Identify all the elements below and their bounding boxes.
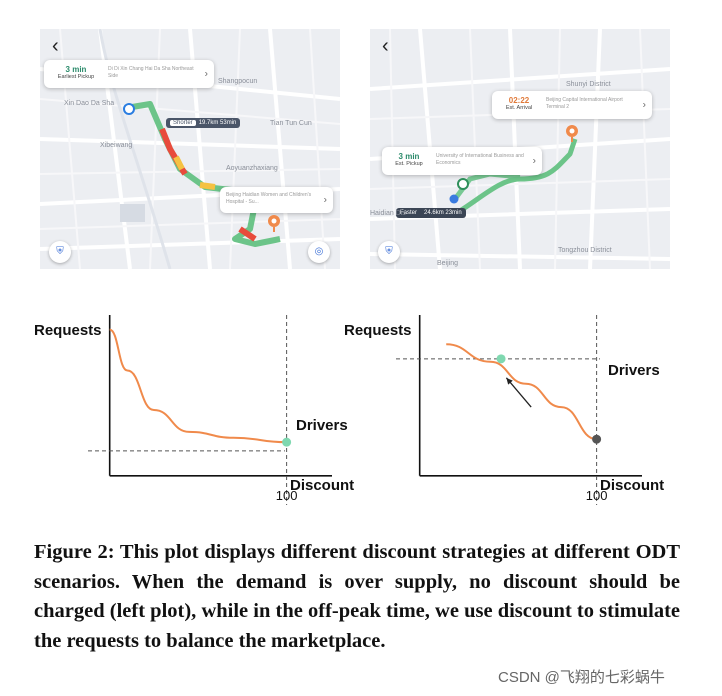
arrival-detail: Beijing Capital International Airport Te… (546, 97, 636, 111)
destination-pin-icon (564, 123, 580, 143)
pickup-detail: University of International Business and… (436, 153, 526, 167)
est-pickup-card[interactable]: 3 min Est. Pickup University of Internat… (382, 147, 542, 175)
dark-point-marker (592, 435, 601, 444)
destination-card[interactable]: Beijing Haidian Women and Children's Hos… (220, 187, 333, 213)
place-label: Tian Tun Cun (270, 120, 312, 127)
back-button[interactable]: ‹ (382, 35, 389, 58)
pickup-time: 3 min (386, 152, 432, 161)
chevron-right-icon: › (205, 69, 208, 80)
demand-curve (110, 330, 287, 443)
pickup-marker-icon (456, 177, 470, 191)
arrival-time: 02:22 (496, 96, 542, 105)
route-value: 19.7km 53min (199, 120, 237, 126)
pickup-time: 3 min (48, 65, 104, 74)
pickup-label: Est. Pickup (386, 161, 432, 167)
arrival-label: Est. Arrival (496, 105, 542, 111)
place-label: Shangpocun (218, 78, 257, 85)
y-axis-label: Requests (344, 322, 412, 339)
current-location-icon (448, 193, 460, 205)
place-label: Tongzhou District (558, 247, 612, 254)
left-map-screenshot: ‹ 3 min Earliest Pickup Di Di Xin Chang … (40, 29, 340, 269)
chevron-right-icon: › (324, 195, 327, 206)
est-arrival-card[interactable]: 02:22 Est. Arrival Beijing Capital Inter… (492, 91, 652, 119)
endpoint-marker (282, 438, 291, 447)
chevron-right-icon: › (643, 100, 646, 111)
back-button[interactable]: ‹ (52, 35, 59, 58)
watermark: CSDN @飞翔的七彩蜗牛 (498, 666, 665, 687)
place-label: Shunyi District (566, 81, 611, 88)
chevron-right-icon: › (533, 156, 536, 167)
pickup-label: Earliest Pickup (48, 74, 104, 80)
place-label: Beijing (437, 260, 458, 267)
route-value: 24.6km 23min (424, 210, 462, 216)
route-tag: Shorter (170, 120, 196, 126)
place-label: Aoyuanzhaxiang (226, 165, 278, 172)
drivers-label: Drivers (608, 362, 660, 379)
y-axis-label: Requests (34, 322, 102, 339)
earliest-pickup-card[interactable]: 3 min Earliest Pickup Di Di Xin Chang Ha… (44, 60, 214, 88)
pickup-marker-icon (122, 102, 136, 116)
place-label: Haidian Dis (370, 210, 406, 217)
x-axis-label: Discount (600, 477, 664, 494)
destination-pin-icon (266, 213, 282, 233)
safety-shield-icon[interactable]: ⛨ (378, 241, 400, 263)
place-label: Xin Dao Da Sha (64, 100, 114, 107)
green-point-marker (497, 354, 506, 363)
right-map-screenshot: ‹ 02:22 Est. Arrival Beijing Capital Int… (370, 29, 670, 269)
place-label: Xibeiwang (100, 142, 132, 149)
x-tick-label: 100 (586, 488, 608, 503)
pickup-detail: Di Di Xin Chang Hai Da Sha Northeast Sid… (108, 66, 198, 80)
safety-shield-icon[interactable]: ⛨ (49, 241, 71, 263)
destination-detail: Beijing Haidian Women and Children's Hos… (226, 192, 316, 206)
figure-caption: Figure 2: This plot displays different d… (34, 538, 680, 656)
locate-icon[interactable]: ◎ (308, 241, 330, 263)
x-tick-label: 100 (276, 488, 298, 503)
